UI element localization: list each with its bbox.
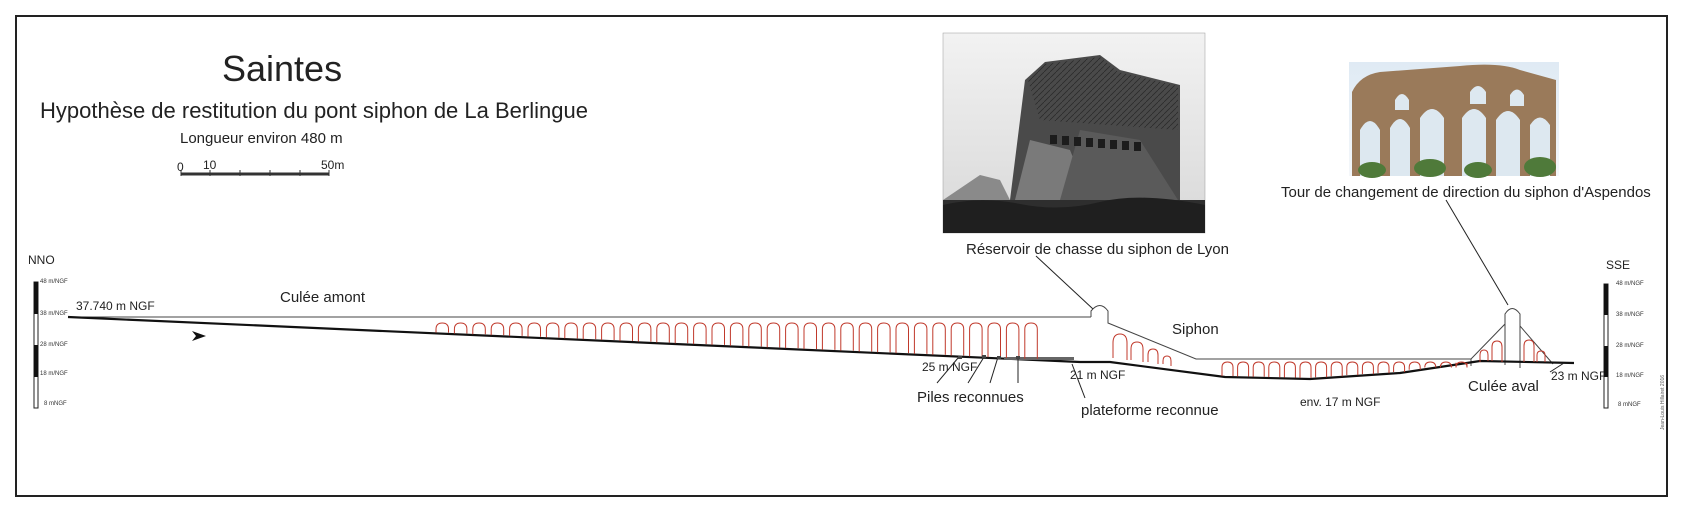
flow-arrow-icon: [192, 331, 206, 341]
gauge-right-tick-18: 18 m/NGF: [1616, 373, 1644, 379]
arch-main-17: [748, 322, 762, 347]
arch-siphon-7: [1330, 361, 1343, 377]
piles-markers: [958, 355, 1020, 359]
env-17-label: env. 17 m NGF: [1300, 395, 1381, 409]
diagram-subtitle: Hypothèse de restitution du pont siphon …: [40, 98, 588, 123]
arch-main-6: [545, 322, 560, 338]
arch-main-25: [895, 322, 909, 354]
arch-main-5: [527, 322, 541, 337]
arch-main-21: [821, 322, 836, 350]
profile-lines: [68, 305, 1554, 368]
arch-siphon-1: [1237, 361, 1250, 377]
arch-main-4: [509, 322, 523, 336]
arch-main-20: [803, 322, 817, 350]
arch-main-26: [913, 322, 928, 354]
gauge-right-tick-38: 38 m/NGF: [1616, 312, 1644, 318]
arch-siphon-14: [1439, 361, 1452, 368]
arch-main-13: [674, 322, 689, 344]
arch-main-14: [693, 322, 707, 345]
arches-siphon: [1221, 361, 1468, 378]
plateforme-label: plateforme reconnue: [1081, 402, 1219, 419]
scale-label-10: 10: [203, 158, 217, 172]
platform-block: [1004, 357, 1074, 360]
arch-main-22: [840, 322, 854, 351]
siphon-label: Siphon: [1172, 321, 1219, 338]
gauge-left-tick-28: 28 m/NGF: [40, 342, 68, 348]
start-level-label: 37.740 m NGF: [76, 299, 155, 313]
arch-main-0: [435, 322, 449, 333]
level-25-label: 25 m NGF: [922, 360, 978, 374]
arch-main-28: [950, 322, 965, 356]
arches-culee-aval: [1479, 339, 1546, 362]
length-note: Longueur environ 480 m: [180, 130, 343, 147]
page-title: Saintes: [222, 48, 343, 89]
arch-main-15: [711, 322, 725, 345]
arch-siphon-2: [1252, 361, 1265, 377]
arches-descent: [1112, 333, 1172, 366]
gauge-right-tick-48: 48 m/NGF: [1616, 281, 1644, 287]
scale-label-0: 0: [177, 160, 184, 174]
orientation-left: NNO: [28, 253, 55, 267]
piles-label: Piles reconnues: [917, 389, 1024, 406]
gauge-right-tick-28: 28 m/NGF: [1616, 343, 1644, 349]
aspendos-photo: [1349, 62, 1559, 178]
level-23-label: 23 m NGF: [1551, 369, 1607, 383]
level-21-label: 21 m NGF: [1070, 368, 1126, 382]
tower-caption: Tour de changement de direction du sipho…: [1281, 184, 1651, 201]
arch-siphon-3: [1268, 361, 1281, 378]
gauge-right: [1603, 283, 1609, 409]
arch-main-32: [1024, 322, 1038, 359]
arches-main: [435, 322, 1038, 359]
ground-line: [67, 315, 1575, 381]
arch-siphon-8: [1346, 361, 1359, 376]
arch-main-9: [601, 322, 615, 341]
arch-siphon-0: [1221, 361, 1234, 377]
gauge-left-tick-38: 38 m/NGF: [40, 311, 68, 317]
gauge-right-tick-8: 8 mNGF: [1618, 402, 1641, 408]
arch-siphon-11: [1393, 361, 1406, 373]
arch-main-11: [637, 322, 652, 342]
arch-siphon-12: [1408, 361, 1421, 370]
orientation-right: SSE: [1606, 258, 1631, 272]
scale-label-50: 50m: [321, 158, 345, 172]
pointer-lines: [936, 199, 1565, 399]
arch-siphon-9: [1361, 361, 1374, 375]
arch-siphon-10: [1377, 361, 1390, 374]
arch-siphon-15: [1455, 361, 1468, 368]
arch-siphon-6: [1315, 361, 1328, 378]
arch-main-7: [564, 322, 578, 339]
arch-siphon-13: [1424, 361, 1437, 368]
arch-main-30: [987, 322, 1001, 358]
arch-main-3: [490, 322, 505, 336]
reservoir-caption: Réservoir de chasse du siphon de Lyon: [966, 241, 1229, 258]
arch-main-23: [858, 322, 873, 352]
gauge-left: [33, 281, 39, 409]
arch-main-27: [932, 322, 946, 355]
arch-main-18: [766, 322, 781, 348]
arch-main-16: [729, 322, 744, 346]
diagram-frame: [15, 15, 1668, 497]
reservoir-photo: [942, 32, 1206, 234]
gauge-left-tick-48: 48 m/NGF: [40, 279, 68, 285]
arch-siphon-5: [1299, 361, 1312, 378]
culee-amont-label: Culée amont: [280, 289, 366, 306]
arch-main-8: [582, 322, 597, 340]
arch-main-31: [1005, 322, 1020, 359]
arch-main-29: [969, 322, 983, 357]
gauge-left-tick-8: 8 mNGF: [44, 401, 67, 407]
arch-main-12: [656, 322, 670, 343]
arch-main-24: [877, 322, 891, 353]
arch-main-1: [453, 322, 468, 334]
arch-main-19: [785, 322, 799, 349]
arch-main-2: [472, 322, 486, 335]
culee-aval-label: Culée aval: [1468, 378, 1539, 395]
arch-main-10: [619, 322, 633, 341]
scale-bar: [180, 170, 330, 176]
arch-siphon-4: [1283, 361, 1296, 378]
gauge-left-tick-18: 18 m/NGF: [40, 371, 68, 377]
